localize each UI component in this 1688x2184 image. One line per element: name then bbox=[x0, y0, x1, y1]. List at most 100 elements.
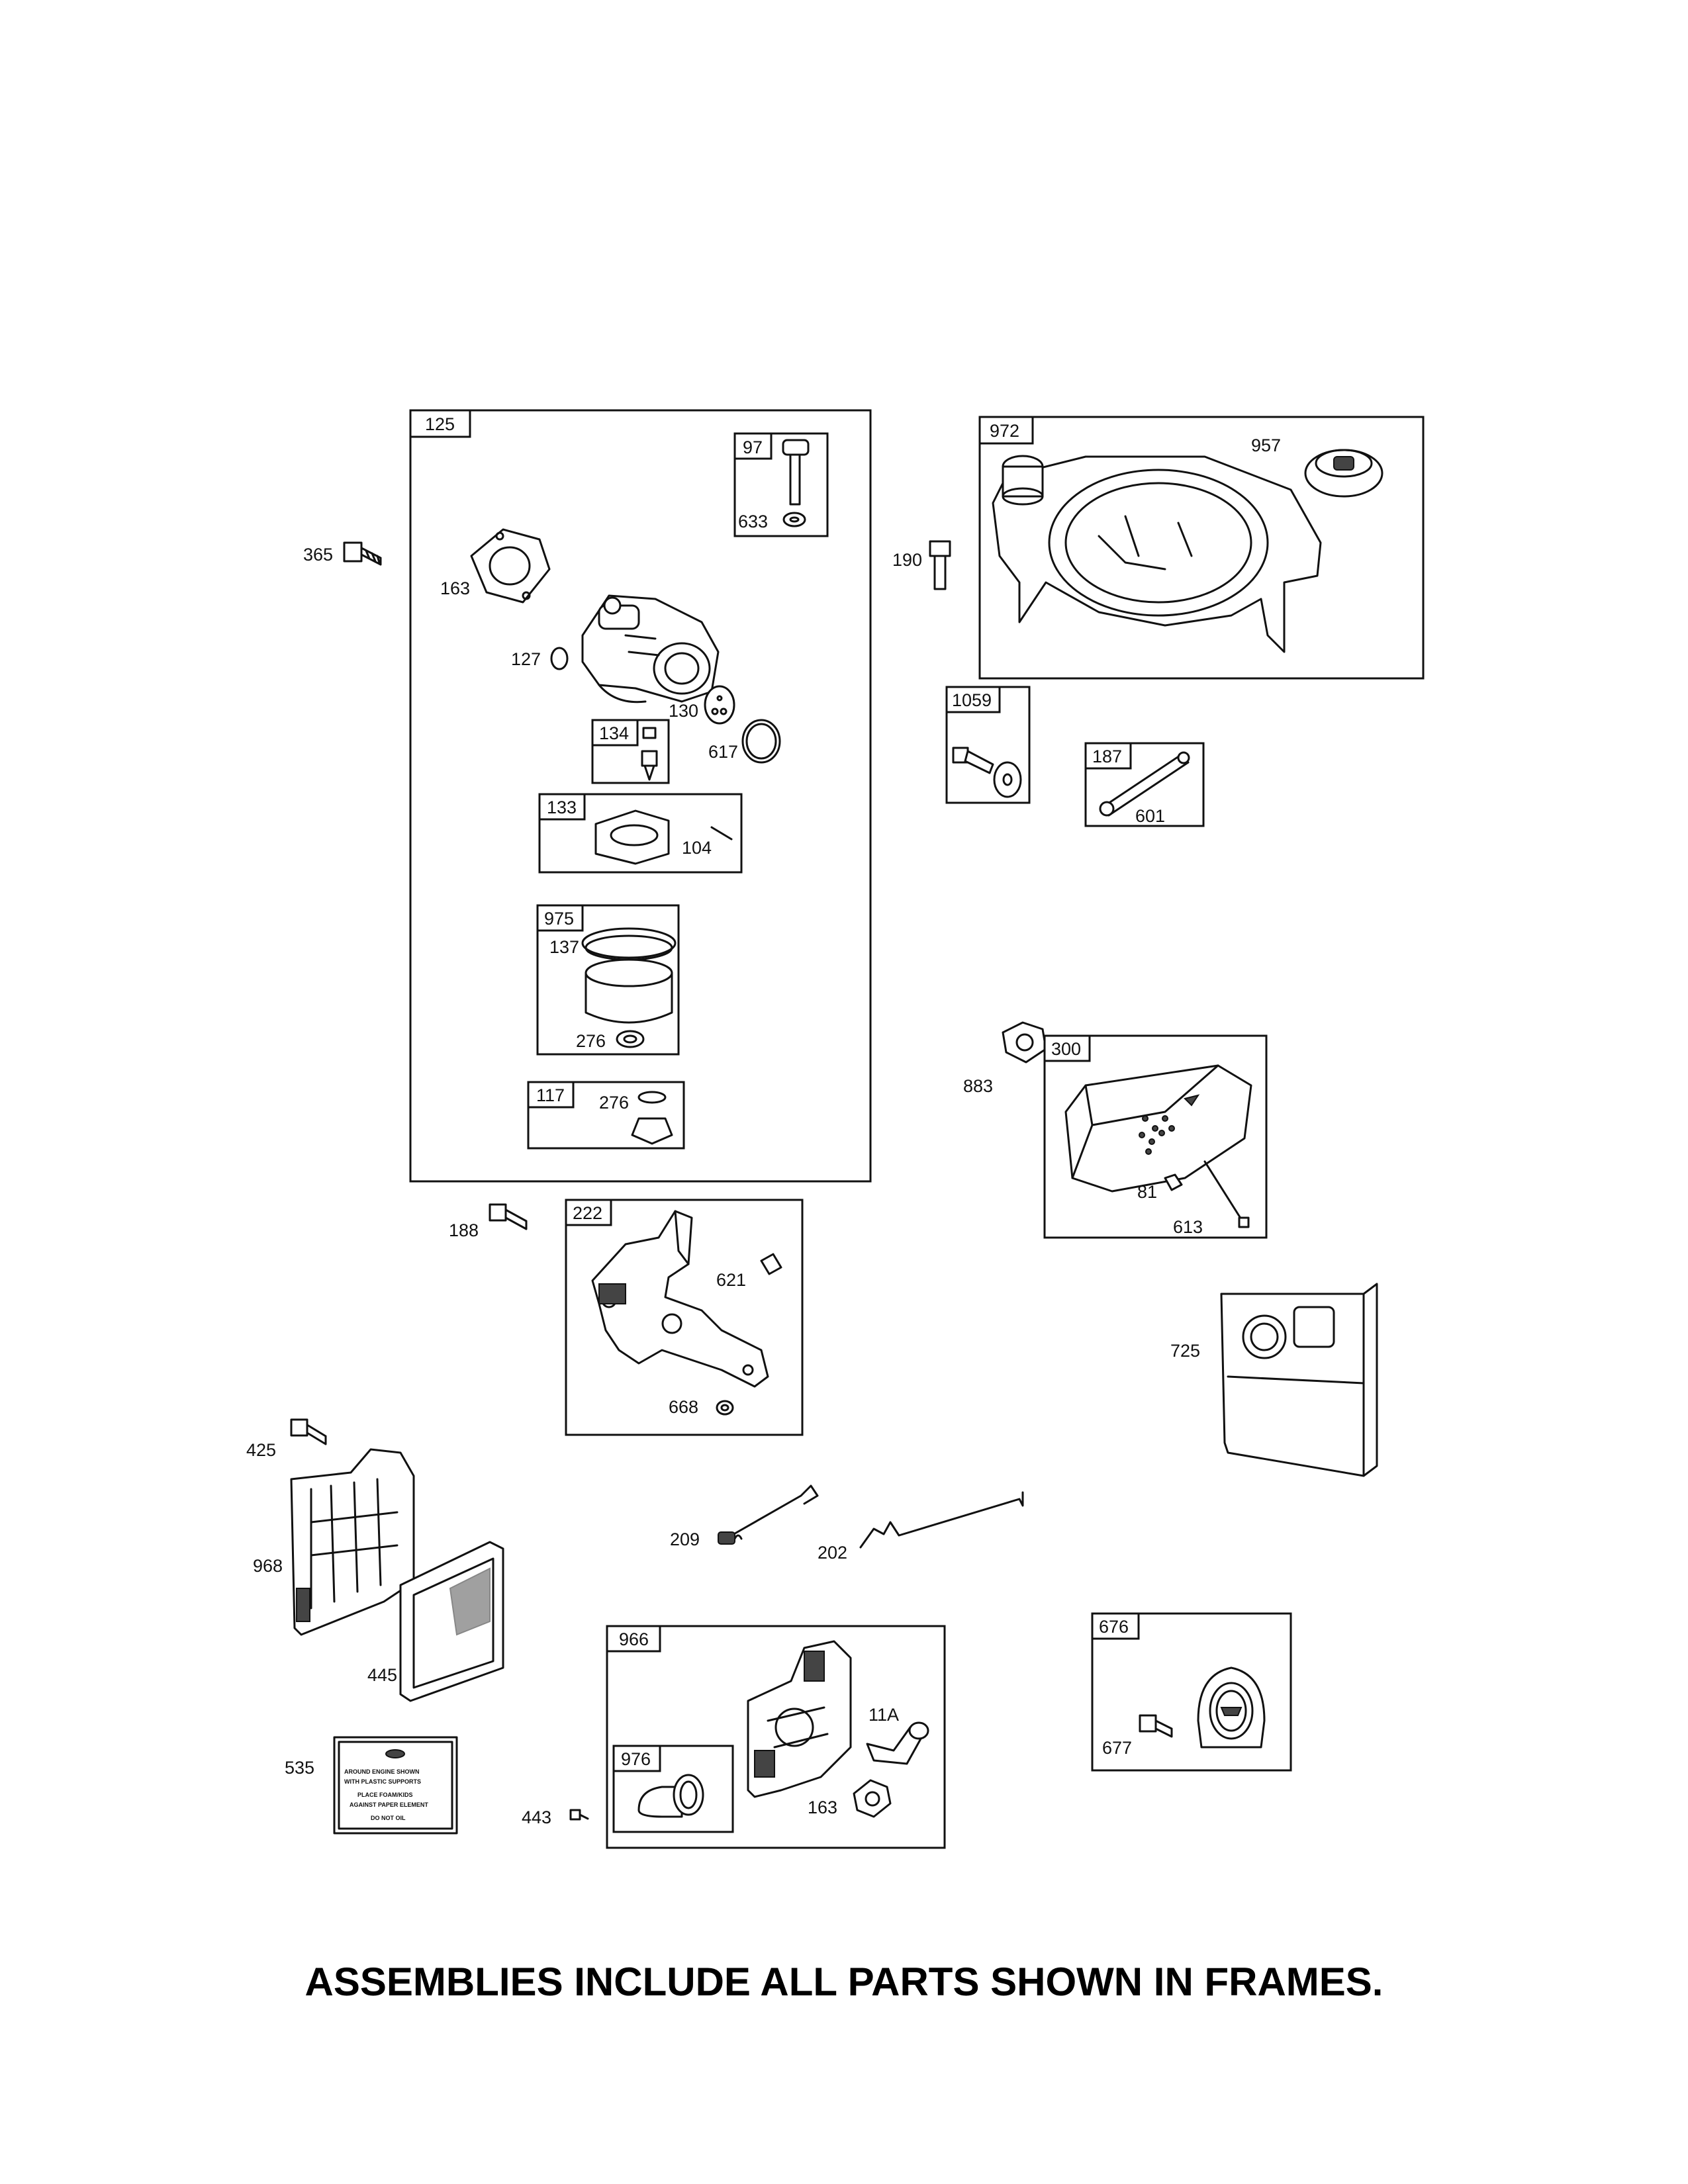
callout-443: 443 bbox=[522, 1807, 551, 1827]
screw-icon bbox=[569, 1809, 589, 1821]
muffler-icon bbox=[1064, 1064, 1252, 1193]
frame-134: 134 bbox=[591, 719, 670, 784]
frame-676: 676 677 bbox=[1091, 1612, 1292, 1772]
float-icon bbox=[594, 809, 670, 865]
primer-bulb-icon bbox=[637, 1774, 704, 1818]
callout-276-bowl: 276 bbox=[599, 1093, 629, 1113]
fuel-cap-icon bbox=[1197, 1666, 1266, 1749]
fuel-line-icon bbox=[1099, 751, 1190, 817]
bowl-gasket-icon bbox=[616, 1030, 645, 1048]
decal-line-3: PLACE FOAM/KIDS bbox=[357, 1792, 413, 1798]
spring-clip-icon bbox=[760, 1253, 782, 1275]
governor-spring-icon bbox=[718, 1484, 819, 1545]
frame-label-222: 222 bbox=[573, 1203, 602, 1223]
warning-decal-icon: AROUND ENGINE SHOWN WITH PLASTIC SUPPORT… bbox=[333, 1736, 458, 1835]
callout-190: 190 bbox=[892, 550, 922, 570]
elbow-fitting-icon bbox=[866, 1721, 929, 1765]
needle-valve-icon bbox=[641, 727, 658, 781]
frame-972: 972 957 bbox=[978, 416, 1425, 680]
blower-housing-icon bbox=[992, 455, 1322, 653]
frame-117: 117 276 bbox=[527, 1081, 685, 1150]
callout-104: 104 bbox=[682, 838, 712, 858]
air-filter-icon bbox=[399, 1541, 504, 1702]
carburetor-icon bbox=[581, 594, 720, 704]
float-pin-icon bbox=[710, 826, 733, 841]
frame-966: 966 11A 163 bbox=[606, 1625, 946, 1849]
washer-icon bbox=[782, 512, 806, 527]
callout-81: 81 bbox=[1137, 1182, 1157, 1202]
callout-276: 276 bbox=[576, 1031, 606, 1051]
callout-617: 617 bbox=[708, 742, 738, 762]
callout-425: 425 bbox=[246, 1440, 276, 1460]
muffler-gasket-icon bbox=[1002, 1021, 1047, 1064]
large-o-ring-icon bbox=[741, 719, 781, 764]
callout-209: 209 bbox=[670, 1529, 700, 1549]
frame-300: 300 81 613 bbox=[1043, 1034, 1268, 1239]
heat-shield-icon bbox=[1220, 1283, 1378, 1477]
frame-222: 222 621 668 bbox=[565, 1199, 804, 1436]
callout-127: 127 bbox=[511, 649, 541, 669]
frame-label-676: 676 bbox=[1099, 1617, 1129, 1637]
frame-label-966: 966 bbox=[619, 1629, 649, 1649]
bolt-icon bbox=[489, 1203, 528, 1230]
bolt-icon bbox=[343, 541, 382, 566]
frame-label-1059: 1059 bbox=[952, 690, 992, 710]
bolt-icon bbox=[1203, 1160, 1250, 1228]
shoulder-bolt-icon bbox=[952, 747, 994, 774]
air-cleaner-base-icon bbox=[290, 1448, 415, 1636]
gasket-icon bbox=[470, 528, 551, 604]
assemblies-note: ASSEMBLIES INCLUDE ALL PARTS SHOWN IN FR… bbox=[305, 1960, 1383, 2004]
frame-1059: 1059 bbox=[945, 686, 1031, 804]
callout-668: 668 bbox=[669, 1397, 698, 1417]
float-bowl-icon bbox=[581, 927, 677, 1024]
frame-975: 975 137 276 bbox=[536, 904, 680, 1056]
frame-125: 125 bbox=[409, 409, 872, 1183]
welch-plug-icon bbox=[704, 685, 735, 725]
decal-line-5: DO NOT OIL bbox=[371, 1815, 406, 1821]
frame-label-125: 125 bbox=[425, 414, 455, 434]
bowl-nut-icon bbox=[631, 1091, 673, 1145]
callout-621: 621 bbox=[716, 1270, 746, 1290]
callout-365: 365 bbox=[303, 545, 333, 565]
callout-601: 601 bbox=[1135, 806, 1165, 826]
frame-187: 187 601 bbox=[1084, 742, 1205, 827]
callout-677: 677 bbox=[1102, 1738, 1132, 1758]
callout-445: 445 bbox=[367, 1665, 397, 1685]
frame-133: 133 104 bbox=[538, 793, 743, 874]
stud-icon bbox=[929, 540, 951, 590]
bolt-icon bbox=[290, 1418, 327, 1445]
callout-11a: 11A bbox=[868, 1705, 899, 1725]
callout-163-gasket: 163 bbox=[808, 1797, 837, 1817]
decal-line-4: AGAINST PAPER ELEMENT bbox=[350, 1801, 428, 1808]
frame-label-975: 975 bbox=[544, 909, 574, 929]
frame-label-972: 972 bbox=[990, 421, 1019, 441]
rewind-starter-icon bbox=[1304, 449, 1383, 498]
callout-957: 957 bbox=[1251, 435, 1281, 455]
gasket-icon bbox=[853, 1779, 892, 1818]
callout-188: 188 bbox=[449, 1220, 479, 1240]
frame-label-117: 117 bbox=[536, 1085, 565, 1105]
washer-icon bbox=[993, 761, 1022, 798]
bushing-icon bbox=[716, 1400, 734, 1416]
callout-883: 883 bbox=[963, 1076, 993, 1096]
governor-link-icon bbox=[859, 1491, 1024, 1549]
callout-535: 535 bbox=[285, 1758, 314, 1778]
frame-label-97: 97 bbox=[743, 437, 763, 457]
frame-label-187: 187 bbox=[1092, 747, 1122, 766]
decal-line-2: WITH PLASTIC SUPPORTS bbox=[344, 1778, 421, 1785]
frame-976: 976 bbox=[612, 1745, 734, 1833]
frame-label-134: 134 bbox=[599, 723, 629, 743]
decal-line-1: AROUND ENGINE SHOWN bbox=[344, 1768, 420, 1775]
frame-label-976: 976 bbox=[621, 1749, 651, 1769]
frame-97: 97 633 bbox=[733, 432, 829, 537]
fuel-bowl-drain-icon bbox=[782, 439, 810, 506]
o-ring-icon bbox=[550, 647, 569, 670]
callout-137: 137 bbox=[549, 937, 579, 957]
callout-633: 633 bbox=[738, 512, 768, 531]
callout-202: 202 bbox=[818, 1543, 847, 1563]
callout-968: 968 bbox=[253, 1556, 283, 1576]
callout-163: 163 bbox=[440, 578, 470, 598]
bolt-icon bbox=[1139, 1714, 1173, 1738]
screw-icon bbox=[1164, 1173, 1183, 1191]
